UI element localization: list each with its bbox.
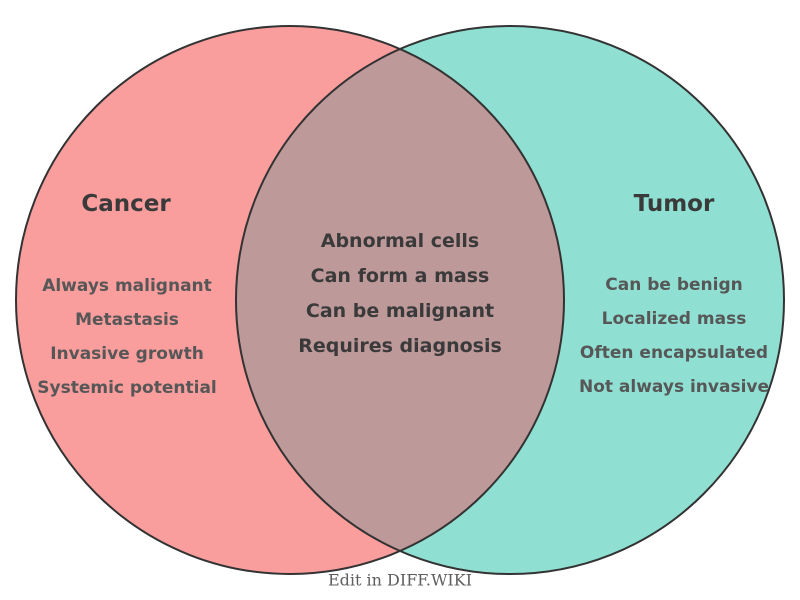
list-item: Localized mass — [601, 309, 747, 329]
list-item: Metastasis — [75, 310, 179, 330]
left-set-title: Cancer — [81, 191, 171, 217]
list-item: Can be benign — [605, 275, 743, 295]
edit-in-diffwiki-link[interactable]: Edit in DIFF.WIKI — [327, 570, 473, 590]
list-item: Often encapsulated — [579, 343, 769, 363]
list-item: Requires diagnosis — [298, 335, 502, 357]
list-item: Can form a mass — [310, 265, 490, 287]
right-set-title: Tumor — [633, 191, 715, 217]
list-item: Invasive growth — [50, 344, 204, 364]
list-item: Can be malignant — [305, 300, 495, 322]
right-circle-outline — [235, 25, 785, 575]
list-item: Always malignant — [42, 276, 212, 296]
right-set-items: Can be benign Localized mass Often encap… — [579, 268, 769, 404]
list-item: Abnormal cells — [320, 230, 480, 252]
list-item: Systemic potential — [37, 378, 217, 398]
left-set-items: Always malignant Metastasis Invasive gro… — [37, 269, 217, 405]
left-circle-outline — [15, 25, 565, 575]
list-item: Not always invasive — [578, 377, 770, 397]
overlap-region-fill — [236, 26, 564, 574]
intersection-items: Abnormal cells Can form a mass Can be ma… — [298, 224, 502, 364]
